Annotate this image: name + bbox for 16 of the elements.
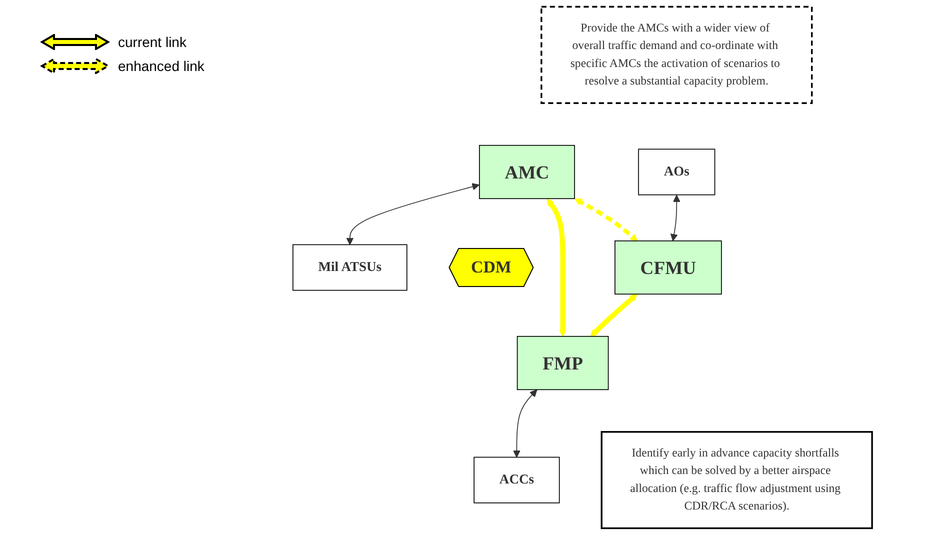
legend-label: current link xyxy=(118,34,186,50)
arrow xyxy=(546,198,567,337)
node-box: Identify early in advance capacity shortfalls which can be solved by a better airspace allocation (e.g. traffic flow adjustment using CDR/RCA scenarios). xyxy=(600,431,873,530)
legend-label: enhanced link xyxy=(118,58,204,74)
node-box: Mil ATSUs xyxy=(292,244,408,291)
node-box: Provide the AMCs with a wider view of overall traffic demand and co-ordinate with specific AMCs the activation of scenarios to resolve a substantial capacity problem. xyxy=(540,6,813,104)
arrow xyxy=(513,390,538,458)
arrow xyxy=(346,183,480,246)
arrow xyxy=(574,198,638,242)
node-box: CFMU xyxy=(614,240,722,295)
arrow xyxy=(670,194,680,242)
node-box: AOs xyxy=(638,148,716,196)
node-box: AMC xyxy=(479,144,575,200)
node-box: FMP xyxy=(516,336,609,390)
arrow xyxy=(590,294,638,337)
node-box: ACCs xyxy=(474,456,560,504)
